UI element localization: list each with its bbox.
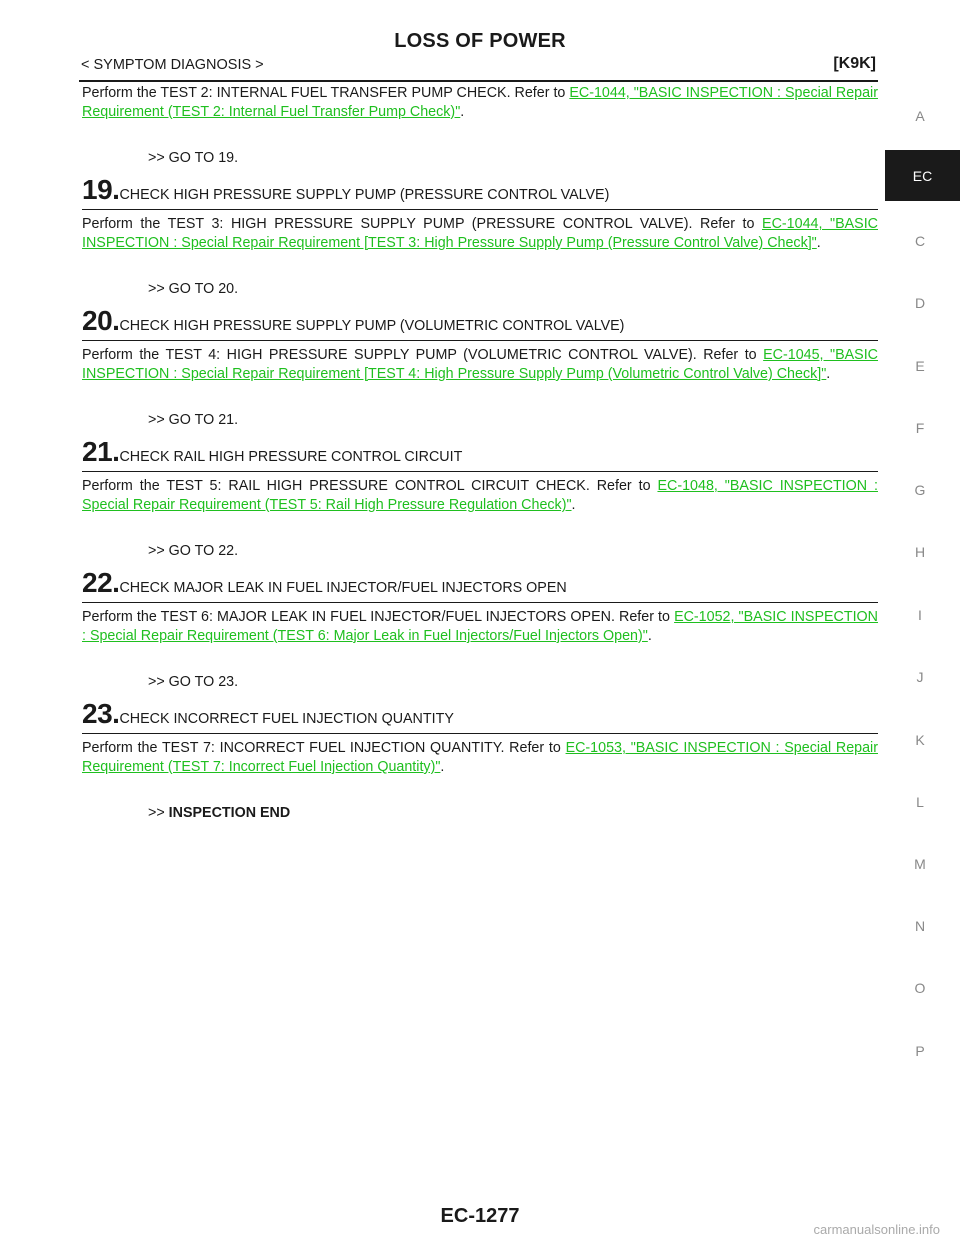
step-heading: CHECK RAIL HIGH PRESSURE CONTROL CIRCUIT: [119, 449, 463, 465]
step-suffix: .: [816, 235, 821, 251]
section-index-k[interactable]: K: [915, 732, 925, 748]
step-header-22: 22. CHECK MAJOR LEAK IN FUEL INJECTOR/FU…: [82, 567, 878, 603]
intro-suffix: .: [460, 104, 465, 120]
section-index-f[interactable]: F: [915, 420, 925, 436]
goto-instruction: >> GO TO 22.: [148, 543, 239, 559]
step-header-21: 21. CHECK RAIL HIGH PRESSURE CONTROL CIR…: [82, 436, 878, 472]
step-paragraph: Perform the TEST 7: INCORRECT FUEL INJEC…: [82, 739, 878, 777]
step-suffix: .: [571, 497, 576, 513]
step-text: Perform the TEST 3: HIGH PRESSURE SUPPLY…: [82, 216, 763, 232]
step-number: 20.: [82, 305, 120, 336]
section-index-i[interactable]: I: [918, 607, 922, 623]
goto-prefix: >>: [148, 805, 169, 821]
step-heading: CHECK MAJOR LEAK IN FUEL INJECTOR/FUEL I…: [119, 580, 567, 596]
intro-text: Perform the TEST 2: INTERNAL FUEL TRANSF…: [82, 85, 570, 101]
step-number: 22.: [82, 567, 120, 598]
goto-instruction: >> GO TO 23.: [148, 674, 239, 690]
step-paragraph: Perform the TEST 6: MAJOR LEAK IN FUEL I…: [82, 608, 878, 646]
section-breadcrumb: < SYMPTOM DIAGNOSIS >: [81, 57, 264, 73]
intro-reference-link[interactable]: EC-1044, "BASIC INSPECTION : Special Rep…: [82, 85, 878, 120]
section-index-e[interactable]: E: [915, 358, 925, 374]
step-suffix: .: [826, 366, 831, 382]
section-index-o[interactable]: O: [914, 980, 926, 996]
step-text: Perform the TEST 6: MAJOR LEAK IN FUEL I…: [82, 609, 675, 625]
goto-instruction: >> GO TO 19.: [148, 150, 239, 166]
step-reference-link[interactable]: EC-1053, "BASIC INSPECTION : Special Rep…: [82, 740, 878, 775]
step-heading: CHECK HIGH PRESSURE SUPPLY PUMP (PRESSUR…: [119, 187, 610, 203]
main-content: Perform the TEST 2: INTERNAL FUEL TRANSF…: [82, 84, 878, 821]
step-number: 19.: [82, 174, 120, 205]
watermark: carmanualsonline.info: [813, 1222, 940, 1237]
section-index-m[interactable]: M: [914, 856, 926, 872]
section-index-j[interactable]: J: [916, 669, 924, 685]
goto-instruction: >> GO TO 20.: [148, 281, 239, 297]
step-suffix: .: [647, 628, 652, 644]
section-index-g[interactable]: G: [914, 482, 926, 498]
step-heading: CHECK HIGH PRESSURE SUPPLY PUMP (VOLUMET…: [119, 318, 625, 334]
page-number: EC-1277: [440, 1205, 520, 1227]
step-reference-link[interactable]: EC-1052, "BASIC INSPECTION : Special Rep…: [82, 609, 878, 644]
step-reference-link[interactable]: EC-1045, "BASIC INSPECTION : Special Rep…: [82, 347, 879, 382]
step-paragraph: Perform the TEST 5: RAIL HIGH PRESSURE C…: [82, 477, 878, 515]
section-index-n[interactable]: N: [914, 918, 926, 934]
page-title: LOSS OF POWER: [394, 30, 566, 52]
section-index-p[interactable]: P: [915, 1043, 925, 1059]
step-paragraph: Perform the TEST 3: HIGH PRESSURE SUPPLY…: [82, 215, 878, 253]
inspection-end-label: INSPECTION END: [168, 805, 291, 821]
section-index-d[interactable]: D: [914, 295, 926, 311]
section-index-h[interactable]: H: [914, 544, 926, 560]
step-heading: CHECK INCORRECT FUEL INJECTION QUANTITY: [119, 711, 454, 727]
section-index-l[interactable]: L: [916, 794, 924, 810]
step-paragraph: Perform the TEST 4: HIGH PRESSURE SUPPLY…: [82, 346, 878, 384]
step-header-20: 20. CHECK HIGH PRESSURE SUPPLY PUMP (VOL…: [82, 305, 878, 341]
step-text: Perform the TEST 7: INCORRECT FUEL INJEC…: [82, 740, 566, 756]
step-text: Perform the TEST 4: HIGH PRESSURE SUPPLY…: [82, 347, 764, 363]
header-divider: [79, 80, 878, 82]
step-reference-link[interactable]: EC-1048, "BASIC INSPECTION : Special Rep…: [82, 478, 878, 513]
section-index-sidebar: A EC C D E F G H I J K L M N O P: [880, 0, 960, 1242]
section-index-a[interactable]: A: [915, 108, 925, 124]
step-text: Perform the TEST 5: RAIL HIGH PRESSURE C…: [82, 478, 658, 494]
step-reference-link[interactable]: EC-1044, "BASIC INSPECTION : Special Rep…: [82, 216, 878, 251]
step-header-19: 19. CHECK HIGH PRESSURE SUPPLY PUMP (PRE…: [82, 174, 878, 210]
inspection-end-instruction: >> INSPECTION END: [148, 805, 878, 821]
section-index-c[interactable]: C: [914, 233, 926, 249]
step-number: 23.: [82, 698, 120, 729]
goto-instruction: >> GO TO 21.: [148, 412, 239, 428]
step-header-23: 23. CHECK INCORRECT FUEL INJECTION QUANT…: [82, 698, 878, 734]
intro-paragraph: Perform the TEST 2: INTERNAL FUEL TRANSF…: [82, 84, 878, 122]
section-index-ec-active[interactable]: EC: [885, 150, 960, 201]
step-suffix: .: [440, 759, 445, 775]
model-code: [K9K]: [833, 55, 876, 72]
step-number: 21.: [82, 436, 120, 467]
